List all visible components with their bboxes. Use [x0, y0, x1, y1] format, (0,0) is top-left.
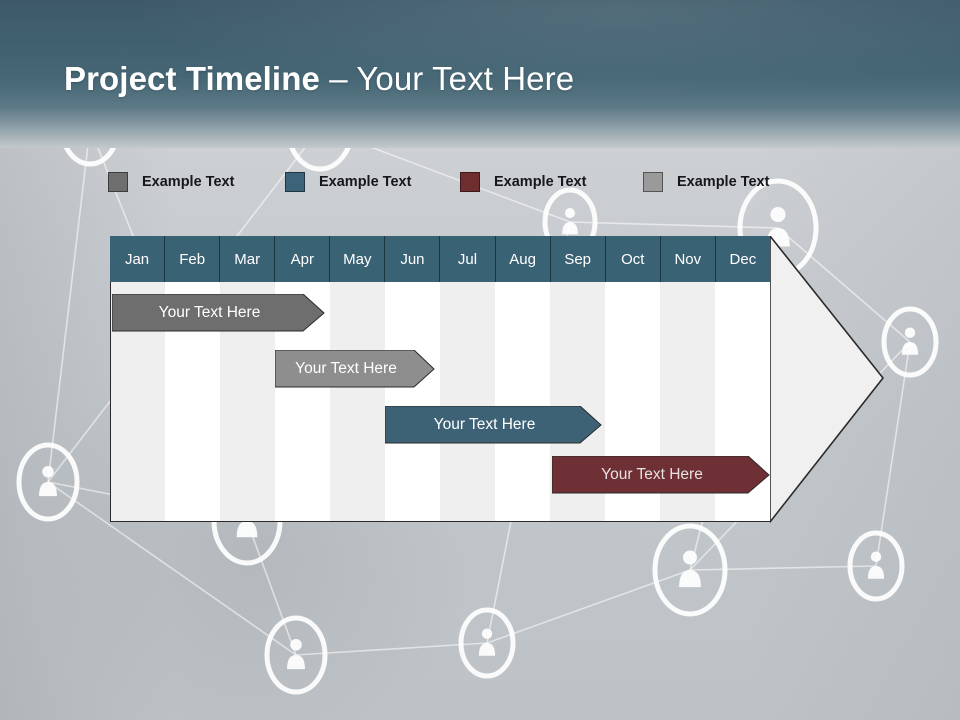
- task-bar-4-shape: [552, 456, 770, 494]
- page-title: Project Timeline – Your Text Here: [64, 60, 574, 98]
- month-header-feb[interactable]: Feb: [165, 236, 221, 282]
- legend-swatch-icon-2: [285, 172, 305, 192]
- page-title-regular: – Your Text Here: [319, 60, 575, 97]
- task-bar-1[interactable]: Your Text Here: [112, 294, 325, 332]
- month-header-apr[interactable]: Apr: [275, 236, 331, 282]
- task-bar-3-shape: [385, 406, 602, 444]
- task-bar-2[interactable]: Your Text Here: [275, 350, 435, 388]
- title-band: [0, 0, 960, 148]
- task-bar-1-label: Your Text Here: [158, 304, 261, 321]
- month-header-may[interactable]: May: [330, 236, 386, 282]
- month-header-aug[interactable]: Aug: [496, 236, 551, 282]
- task-bar-4-label: Your Text Here: [601, 466, 703, 483]
- task-bar-4[interactable]: Your Text Here: [552, 456, 770, 494]
- legend-item-2[interactable]: Example Text: [285, 169, 411, 195]
- task-bar-1-shape: [112, 294, 325, 332]
- legend-label-4: Example Text: [677, 174, 770, 190]
- month-header-mar[interactable]: Mar: [220, 236, 276, 282]
- grid-column-jan: [110, 236, 165, 522]
- legend-swatch-icon-3: [460, 172, 480, 192]
- legend-item-1[interactable]: Example Text: [108, 169, 234, 195]
- legend-label-1: Example Text: [142, 174, 235, 190]
- task-bar-2-label: Your Text Here: [295, 360, 397, 377]
- legend-label-3: Example Text: [494, 174, 587, 190]
- grid-column-feb: [165, 236, 220, 522]
- month-header-jul[interactable]: Jul: [440, 236, 496, 282]
- grid-columns: [110, 236, 770, 522]
- title-band-sheen: [0, 0, 960, 148]
- task-bar-3[interactable]: Your Text Here: [385, 406, 602, 444]
- task-bar-3-label: Your Text Here: [433, 416, 536, 433]
- month-header-dec[interactable]: Dec: [729, 250, 757, 268]
- month-header-nov[interactable]: Nov: [661, 236, 716, 282]
- legend-swatch-icon-4: [643, 172, 663, 192]
- month-header-oct[interactable]: Oct: [606, 236, 661, 282]
- legend-item-4[interactable]: Example Text: [643, 169, 769, 195]
- grid-column-jul: [440, 236, 495, 522]
- month-header-jan[interactable]: Jan: [110, 236, 166, 282]
- legend: Example Text Example Text Example Text E…: [108, 169, 808, 195]
- legend-label-2: Example Text: [319, 174, 412, 190]
- timeline-grid: Jan Feb Mar Apr May Jun Jul Aug Sep Oct …: [110, 236, 770, 522]
- task-bar-2-shape: [275, 350, 435, 388]
- grid-column-mar: [220, 236, 275, 522]
- page-title-bold: Project Timeline: [64, 60, 320, 97]
- month-header-sep[interactable]: Sep: [551, 236, 606, 282]
- month-header-jun[interactable]: Jun: [385, 236, 441, 282]
- legend-item-3[interactable]: Example Text: [460, 169, 586, 195]
- grid-column-aug: [495, 236, 550, 522]
- legend-swatch-icon-1: [108, 172, 128, 192]
- month-header-row: Jan Feb Mar Apr May Jun Jul Aug Sep Oct …: [110, 236, 770, 282]
